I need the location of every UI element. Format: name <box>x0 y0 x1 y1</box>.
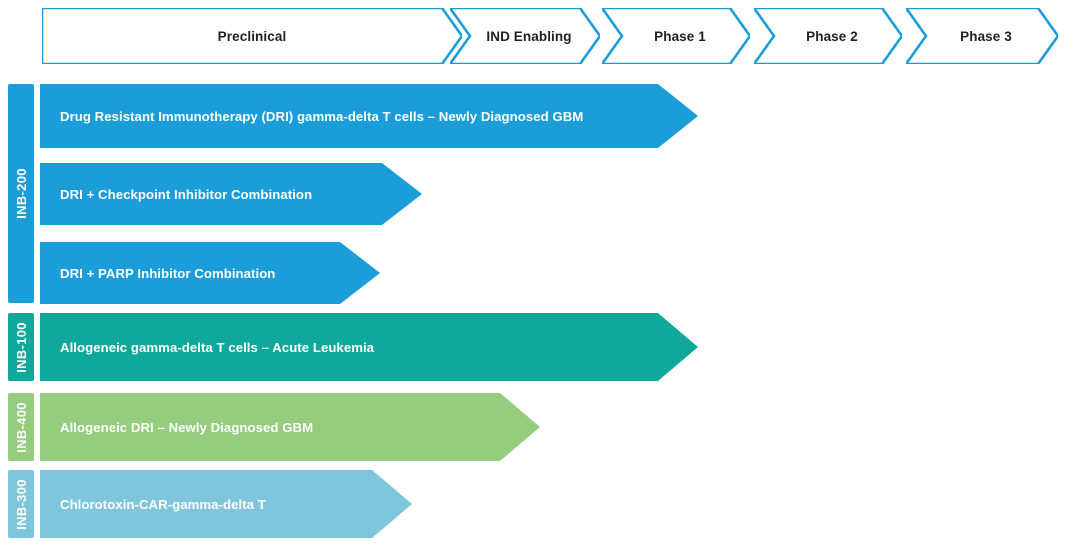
phase-header-cell-1[interactable]: Preclinical <box>42 8 462 64</box>
program-tab-inb-300[interactable]: INB-300 <box>8 470 34 538</box>
phase-header-label: Phase 1 <box>654 28 706 44</box>
phase-header-label: Phase 3 <box>960 28 1012 44</box>
program-tab-label: INB-100 <box>13 321 29 373</box>
program-tab-inb-200[interactable]: INB-200 <box>8 84 34 303</box>
phase-header-label: IND Enabling <box>486 28 572 44</box>
pipeline-bar-shape <box>40 393 540 461</box>
program-tab-label: INB-400 <box>13 401 29 453</box>
program-tab-label: INB-300 <box>13 478 29 530</box>
pipeline-bar-shape <box>40 163 422 225</box>
program-tab-label: INB-200 <box>13 168 29 219</box>
pipeline-bar-label: Chlorotoxin-CAR-gamma-delta T <box>60 496 266 512</box>
pipeline-bar-label: Drug Resistant Immunotherapy (DRI) gamma… <box>60 108 584 124</box>
pipeline-bar[interactable]: Allogeneic DRI – Newly Diagnosed GBM <box>40 393 540 461</box>
phase-chevron-shape <box>906 8 1058 64</box>
phase-header-cell-5[interactable]: Phase 3 <box>906 8 1058 64</box>
phase-header-cell-4[interactable]: Phase 2 <box>754 8 902 64</box>
phase-header-label: Preclinical <box>217 28 287 44</box>
program-tab-inb-100[interactable]: INB-100 <box>8 313 34 381</box>
phase-header-cell-2[interactable]: IND Enabling <box>450 8 600 64</box>
pipeline-bar-shape <box>40 313 698 381</box>
phase-header: Preclinical IND Enabling Phase 1 Phase 2 Pha… <box>0 0 1080 72</box>
pipeline-bar[interactable]: DRI + Checkpoint Inhibitor Combination <box>40 163 422 225</box>
pipeline-bar-shape <box>40 84 698 148</box>
pipeline-bar-shape <box>40 242 380 304</box>
pipeline-bar[interactable]: DRI + PARP Inhibitor Combination <box>40 242 380 304</box>
pipeline-bar-label: DRI + Checkpoint Inhibitor Combination <box>60 186 313 202</box>
pipeline-bar-label: Allogeneic DRI – Newly Diagnosed GBM <box>60 419 314 435</box>
pipeline-bar[interactable]: Drug Resistant Immunotherapy (DRI) gamma… <box>40 84 698 148</box>
program-tab-inb-400[interactable]: INB-400 <box>8 393 34 461</box>
pipeline-bar-label: Allogeneic gamma-delta T cells – Acute L… <box>60 339 375 355</box>
pipeline-bar[interactable]: Chlorotoxin-CAR-gamma-delta T <box>40 470 412 538</box>
phase-chevron-shape <box>42 8 462 64</box>
phase-header-label: Phase 2 <box>806 28 858 44</box>
pipeline-bar-shape <box>40 470 412 538</box>
phase-chevron-shape <box>450 8 600 64</box>
phase-chevron-shape <box>754 8 902 64</box>
pipeline-bar-label: DRI + PARP Inhibitor Combination <box>60 265 276 281</box>
pipeline-bar[interactable]: Allogeneic gamma-delta T cells – Acute L… <box>40 313 698 381</box>
phase-header-cell-3[interactable]: Phase 1 <box>602 8 750 64</box>
phase-chevron-shape <box>602 8 750 64</box>
